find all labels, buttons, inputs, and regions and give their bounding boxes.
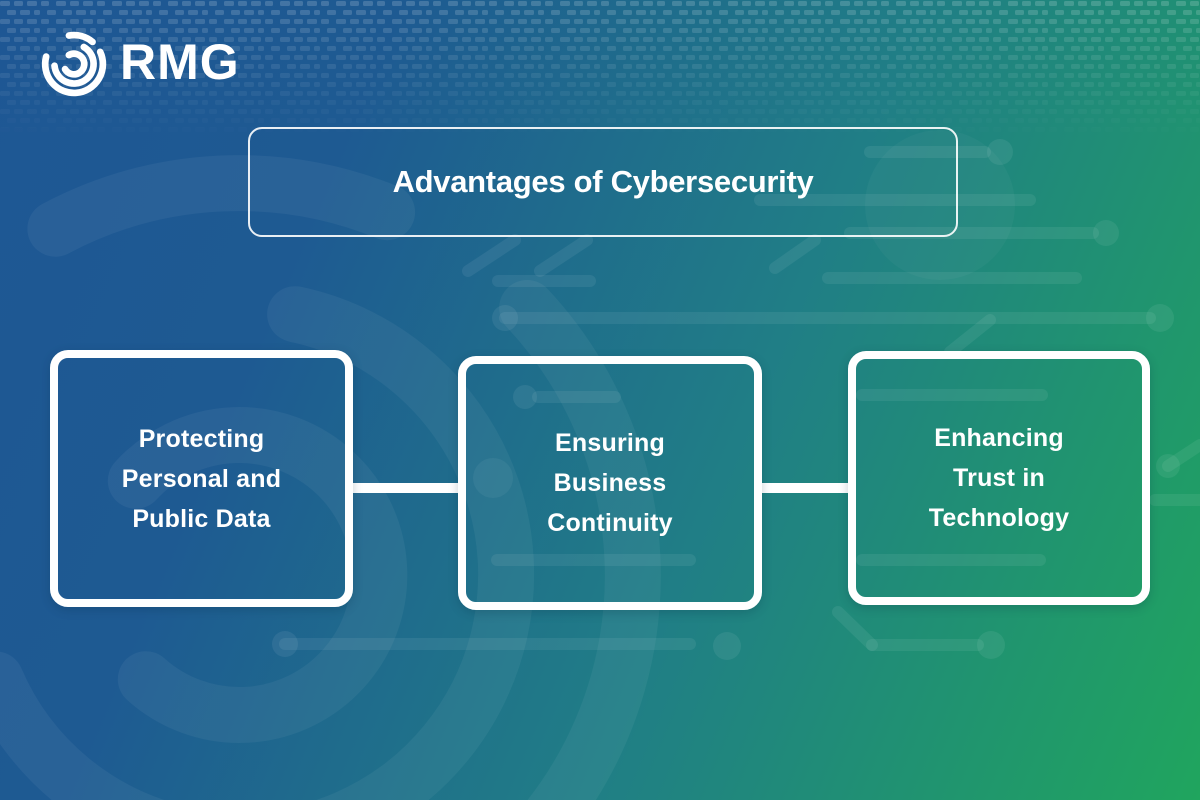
advantage-label: Protecting Personal and Public Data — [121, 424, 282, 533]
advantage-box-trust-in-technology: Enhancing Trust in Technology — [848, 351, 1150, 605]
page-title: Advantages of Cybersecurity — [392, 164, 814, 199]
brand-name: RMG — [120, 34, 240, 90]
advantage-label: Ensuring Business Continuity — [547, 429, 673, 537]
connector-line-2 — [758, 483, 852, 493]
connector-line-1 — [350, 483, 462, 493]
advantage-box-business-continuity: Ensuring Business Continuity — [458, 356, 762, 610]
rmg-logo-icon — [41, 31, 107, 97]
brand-logo: RMG — [40, 30, 240, 98]
title-box: Advantages of Cybersecurity — [248, 127, 958, 237]
advantage-label: Enhancing Trust in Technology — [928, 424, 1070, 532]
advantage-box-protecting-data: Protecting Personal and Public Data — [50, 350, 353, 607]
